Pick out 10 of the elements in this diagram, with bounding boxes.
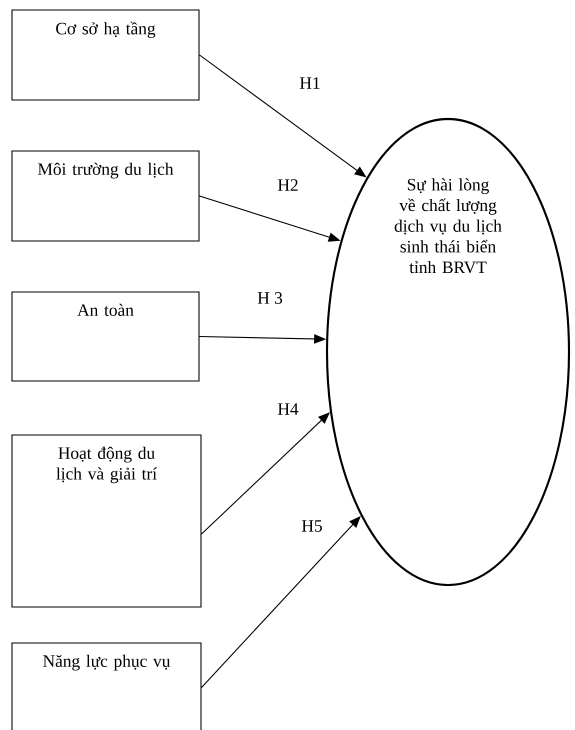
factor-box: Hoạt động du lịch và giải trí bbox=[11, 434, 202, 608]
factor-box: An toàn bbox=[11, 291, 200, 382]
edge-label: H4 bbox=[276, 402, 300, 416]
factor-box: Cơ sở hạ tầng bbox=[11, 9, 200, 101]
edge-label: H2 bbox=[276, 178, 300, 192]
factor-box: Năng lực phục vụ bbox=[11, 642, 202, 730]
edge-label: H1 bbox=[298, 76, 322, 90]
edge-label: H 3 bbox=[256, 290, 284, 306]
factor-box: Môi trường du lịch bbox=[11, 150, 200, 242]
edge-label: H5 bbox=[300, 518, 324, 534]
